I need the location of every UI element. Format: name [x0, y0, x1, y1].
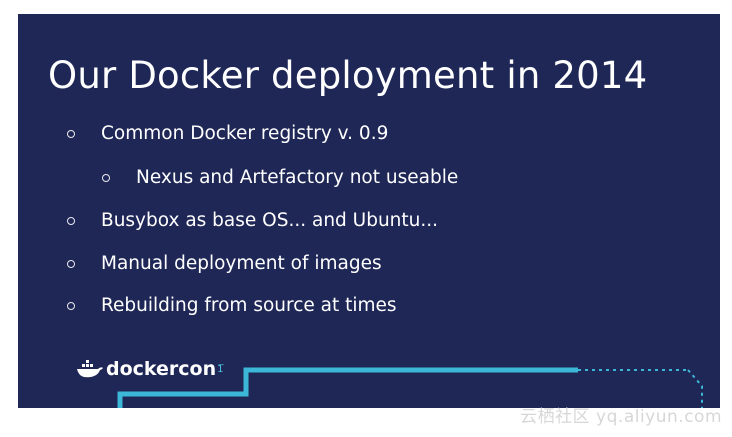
bullet-item: Rebuilding from source at times	[67, 295, 397, 316]
bullet-item: Busybox as base OS... and Ubuntu...	[67, 210, 438, 231]
bullet-text: Nexus and Artefactory not useable	[136, 167, 459, 188]
slide-title: Our Docker deployment in 2014	[48, 54, 648, 97]
site-watermark: 云栖社区 yq.aliyun.com	[520, 407, 722, 427]
circuit-line-dashed	[687, 369, 703, 408]
bullet-item: Common Docker registry v. 0.9	[67, 123, 388, 144]
decorative-circuit-lines	[117, 367, 703, 408]
bullet-circle-icon	[67, 301, 75, 310]
bullet-text: Busybox as base OS... and Ubuntu...	[101, 210, 439, 231]
sub-bullet-item: Nexus and Artefactory not useable	[102, 167, 458, 188]
bullet-item: Manual deployment of images	[67, 253, 382, 274]
logo-text: dockercon	[106, 358, 217, 380]
bullet-circle-icon	[67, 129, 75, 138]
bullet-text: Common Docker registry v. 0.9	[101, 123, 389, 144]
bullet-circle-icon	[67, 216, 75, 225]
bullet-circle-icon	[67, 259, 75, 268]
docker-whale-icon	[77, 360, 103, 378]
bullet-text: Rebuilding from source at times	[101, 295, 397, 316]
bullet-list: Common Docker registry v. 0.9 Nexus and …	[18, 14, 720, 408]
bullet-circle-icon	[102, 173, 110, 182]
presentation-slide: Our Docker deployment in 2014 Common Doc…	[18, 14, 720, 408]
logo-superscript: 1̅	[217, 363, 224, 375]
circuit-line	[117, 367, 578, 408]
bullet-text: Manual deployment of images	[101, 253, 382, 274]
